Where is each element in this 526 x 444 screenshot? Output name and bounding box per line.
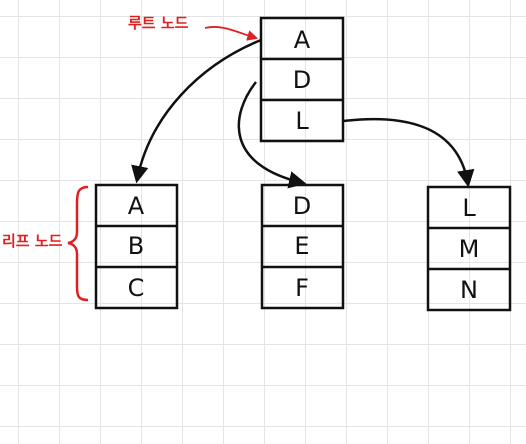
leaf-key: M bbox=[459, 235, 480, 263]
root-node: A D L bbox=[259, 16, 345, 143]
root-node-annotation: 루트 노드 bbox=[128, 14, 189, 32]
root-annotation-arrow bbox=[204, 26, 259, 41]
leaf-node-1: A B C bbox=[94, 183, 179, 310]
leaf-key: A bbox=[128, 192, 145, 220]
root-key: D bbox=[293, 66, 311, 94]
leaf-node-annotation: 리프 노드 bbox=[2, 232, 63, 250]
leaf-key: E bbox=[294, 232, 309, 260]
leaf-key: C bbox=[128, 274, 145, 302]
leaf-key: N bbox=[460, 276, 478, 304]
pointer-arrow-root-to-leaf-1 bbox=[131, 38, 262, 184]
leaf-key: L bbox=[462, 194, 476, 222]
leaf-annotation-brace bbox=[67, 185, 89, 302]
root-key: L bbox=[295, 107, 309, 135]
pointer-arrow-root-to-leaf-2 bbox=[237, 81, 307, 189]
leaf-key: D bbox=[293, 192, 311, 220]
leaf-key: F bbox=[295, 274, 309, 302]
leaf-node-3: L M N bbox=[426, 185, 512, 312]
leaf-key: B bbox=[128, 232, 144, 260]
pointer-arrow-root-to-leaf-3 bbox=[342, 117, 475, 188]
leaf-node-box bbox=[94, 183, 179, 310]
leaf-node-2: D E F bbox=[260, 183, 345, 310]
root-key: A bbox=[294, 26, 311, 54]
root-node-box bbox=[259, 16, 345, 143]
